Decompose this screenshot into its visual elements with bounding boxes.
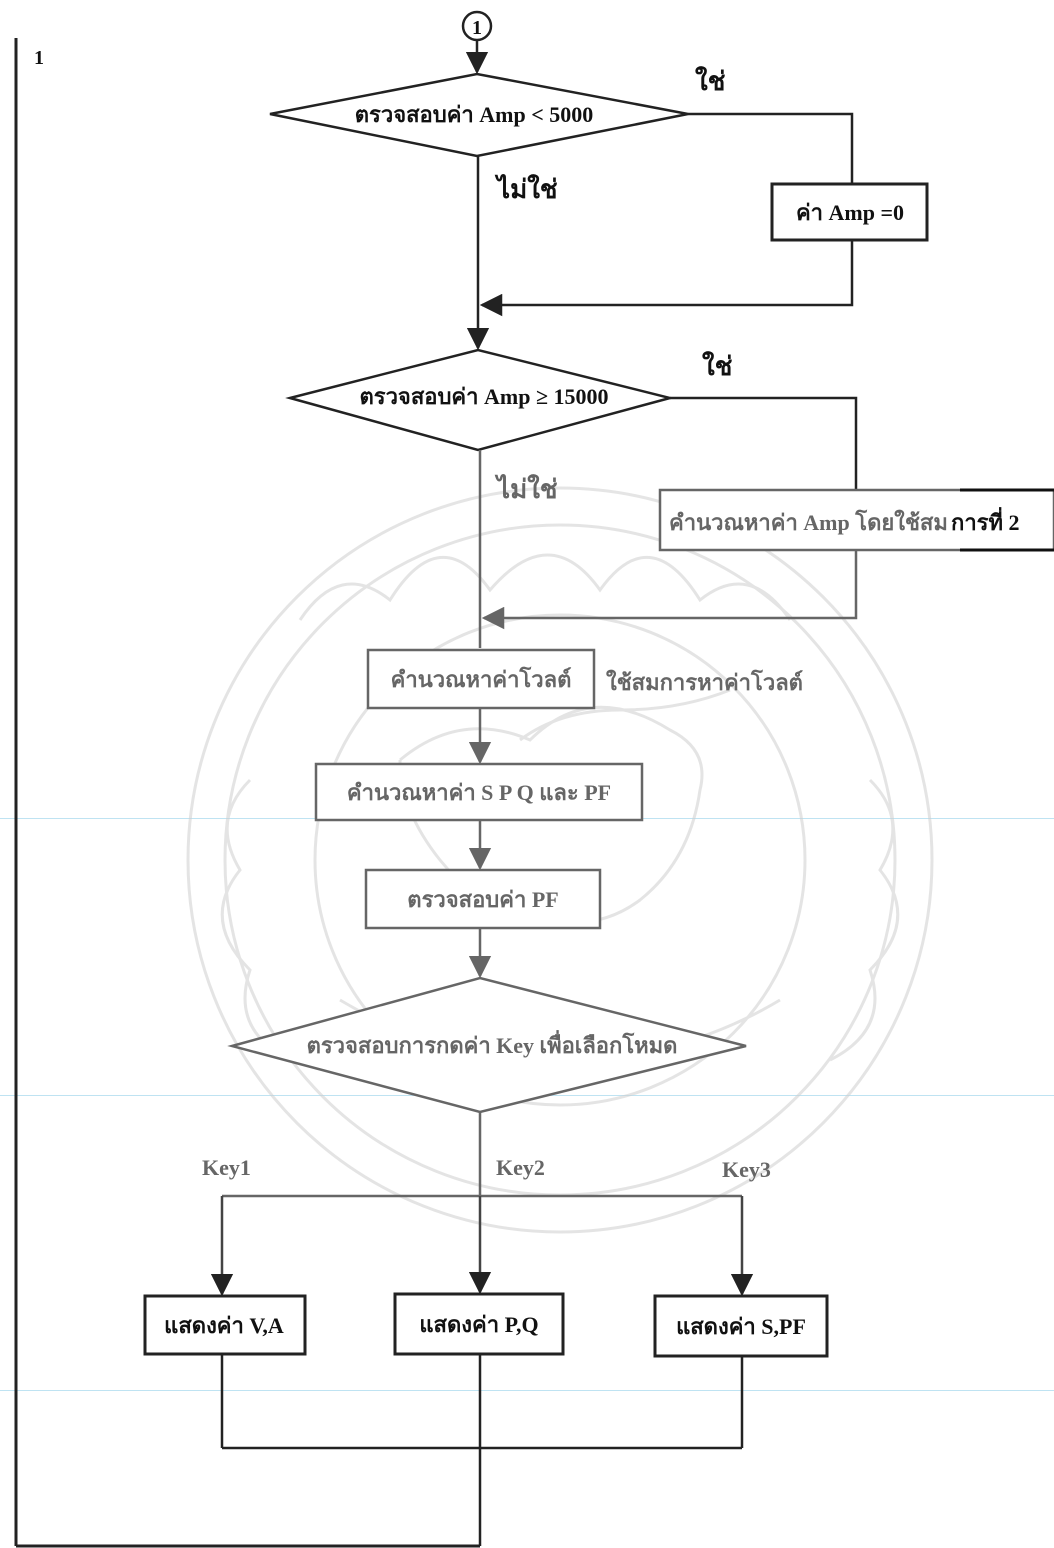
merge-line-1 [479,240,854,317]
process-set-amp-zero-label: ค่า Amp =0 [796,200,904,225]
decision-key-select-label: ตรวจสอบการกดค่า Key เพื่อเลือกโหมด [307,1029,678,1058]
process-calc-amp-eq2: คำนวณหาค่า Amp โดยใช้สม การที่ 2 [658,488,1054,552]
merge-line-2 [481,550,858,630]
connector-1: 1 [461,10,493,42]
yes-label-1: ใช่ [695,66,725,96]
key3-label: Key3 [722,1157,771,1182]
process-check-pf-label: ตรวจสอบค่า PF [407,887,558,912]
process-check-pf: ตรวจสอบค่า PF [364,868,602,930]
scan-guide-line [0,1390,1054,1391]
process-show-va: แสดงค่า V,A [143,1294,307,1356]
decision-amp-high-label: ตรวจสอบค่า Amp ≥ 15000 [359,384,608,409]
university-seal-watermark [186,486,934,1234]
key1-label: Key1 [202,1155,251,1180]
yes-branch-line-1 [688,112,854,184]
no-label-1: ไม่ใช่ [494,173,558,204]
decision-amp-high: ตรวจสอบค่า Amp ≥ 15000 [285,348,675,452]
process-show-spf-label: แสดงค่า S,PF [676,1314,806,1339]
decision-amp-low-label: ตรวจสอบค่า Amp < 5000 [355,102,594,127]
process-calc-amp-eq2-label: คำนวณหาค่า Amp โดยใช้สม [669,509,948,535]
process-set-amp-zero: ค่า Amp =0 [770,182,929,242]
yes-label-2: ใช่ [702,351,732,381]
decision-key-select: ตรวจสอบการกดค่า Key เพื่อเลือกโหมด [227,976,747,1114]
process-calc-spq-pf: คำนวณหาค่า S P Q และ PF [314,762,644,822]
decision-amp-low: ตรวจสอบค่า Amp < 5000 [269,72,689,158]
key2-label: Key2 [496,1155,545,1180]
process-calc-amp-eq2-label-suffix: การที่ 2 [951,506,1020,535]
yes-branch-line-2 [670,396,858,490]
process-show-pq: แสดงค่า P,Q [393,1292,565,1356]
process-calc-volt-label: คำนวณหาค่าโวลต์ [391,666,572,692]
volt-equation-note: ใช้สมการหาค่าโวลต์ [606,669,803,695]
page-marker: 1 [34,47,44,69]
process-show-spf: แสดงค่า S,PF [653,1294,829,1358]
no-label-2: ไม่ใช่ [494,473,558,504]
connector-label: 1 [472,17,482,39]
process-calc-spq-pf-label: คำนวณหาค่า S P Q และ PF [347,780,611,805]
process-show-pq-label: แสดงค่า P,Q [419,1312,538,1337]
process-calc-volt: คำนวณหาค่าโวลต์ [366,648,596,710]
process-show-va-label: แสดงค่า V,A [164,1313,284,1338]
